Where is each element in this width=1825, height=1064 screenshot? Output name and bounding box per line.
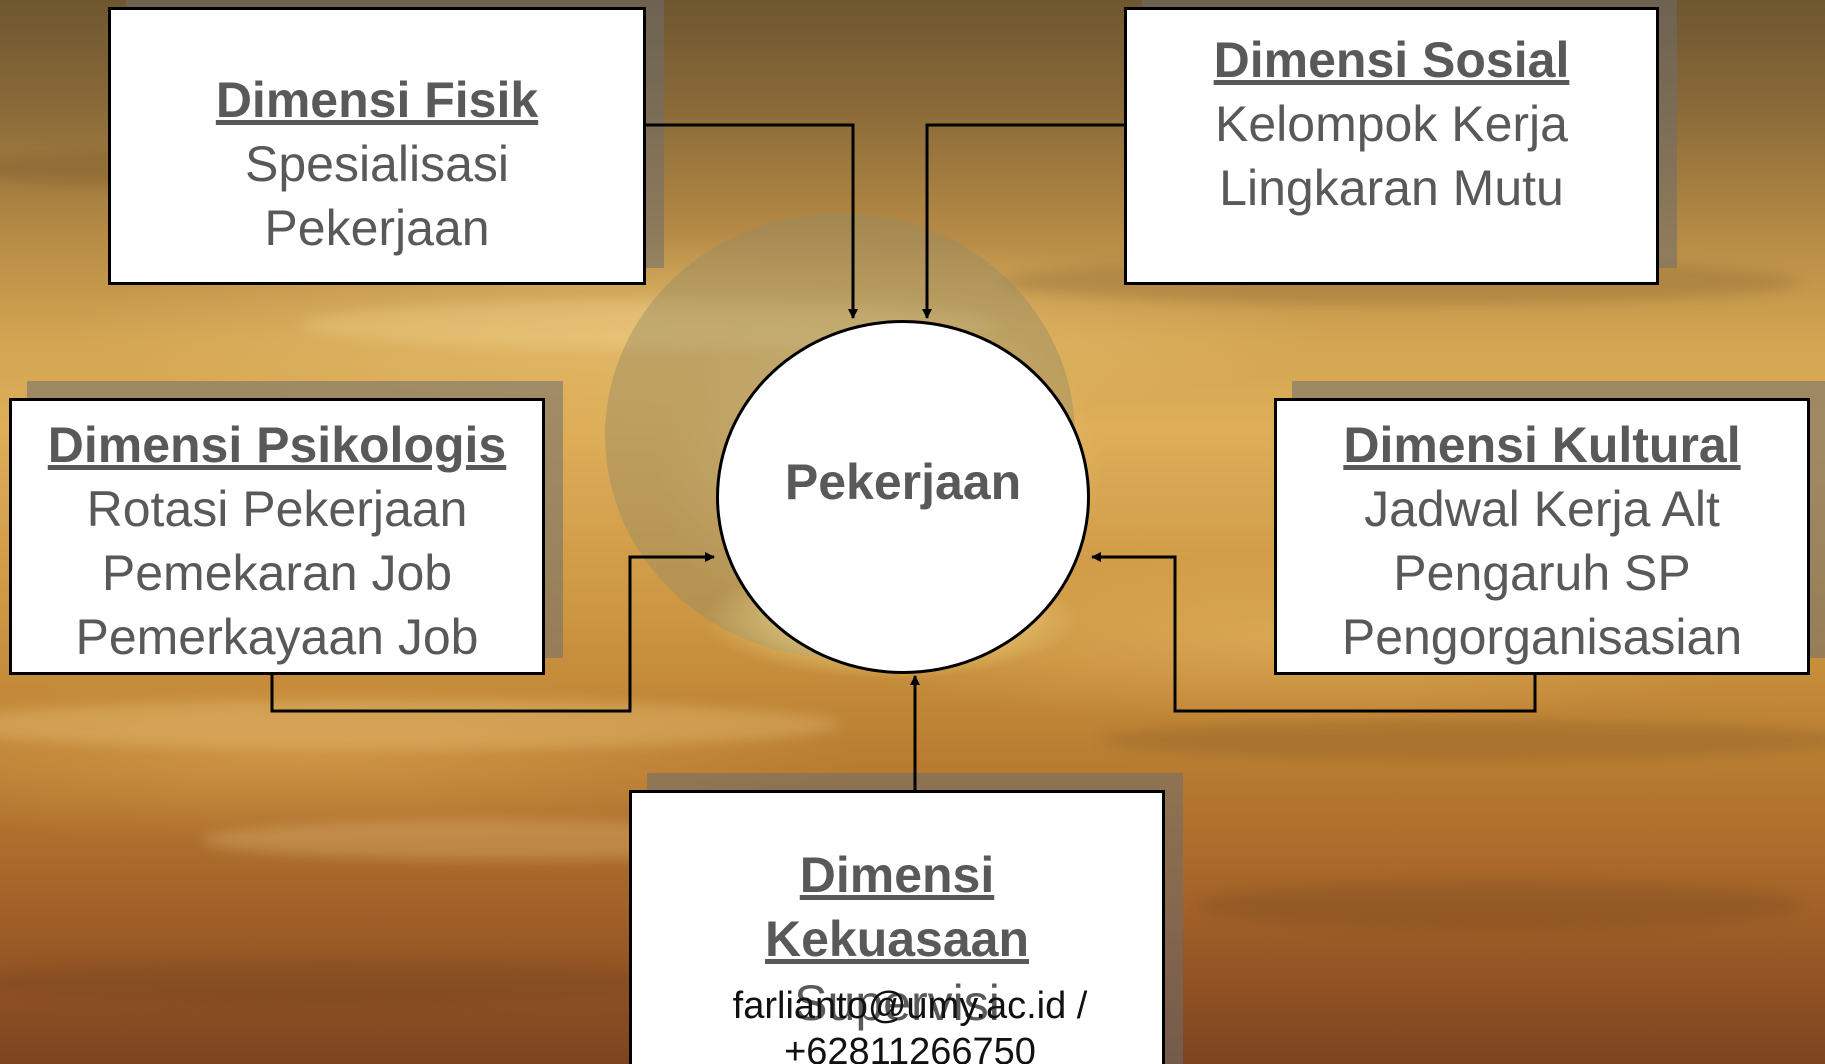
box-line: Pemerkayaan Job xyxy=(75,609,479,665)
box-dimensi-fisik: Dimensi Fisik Spesialisasi Pekerjaan xyxy=(108,7,646,285)
box-dimensi-kekuasaan: Dimensi Kekuasaan Supervisi xyxy=(629,790,1165,1064)
cloud-streak xyxy=(1200,880,1800,930)
box-dimensi-psikologis: Dimensi Psikologis Rotasi Pekerjaan Peme… xyxy=(9,398,545,675)
box-line: Pekerjaan xyxy=(264,200,490,256)
footer-email: farlianto@umy.ac.id / xyxy=(732,985,1088,1027)
box-line: Spesialisasi xyxy=(244,136,509,192)
box-dimensi-kultural: Dimensi Kultural Jadwal Kerja Alt Pengar… xyxy=(1274,398,1810,675)
center-label: Pekerjaan xyxy=(784,454,1022,510)
box-title: Dimensi Kultural xyxy=(1343,417,1741,473)
box-title: Dimensi Sosial xyxy=(1213,32,1570,88)
box-title: Dimensi xyxy=(799,847,995,903)
box-line: Pengorganisasian xyxy=(1341,609,1743,665)
center-node xyxy=(716,320,1090,674)
box-title: Kekuasaan xyxy=(764,911,1030,967)
box-line: Jadwal Kerja Alt xyxy=(1364,481,1720,537)
cloud-streak xyxy=(0,700,840,750)
box-title: Dimensi Fisik xyxy=(215,72,539,128)
cloud-streak xyxy=(1100,720,1825,760)
box-line: Supervisi xyxy=(794,975,1000,1031)
cloud-streak xyxy=(0,960,680,1005)
box-dimensi-sosial: Dimensi Sosial Kelompok Kerja Lingkaran … xyxy=(1124,7,1659,285)
box-title: Dimensi Psikologis xyxy=(47,417,507,473)
footer-contact: farlianto@umy.ac.id / +62811266750 xyxy=(700,983,1120,1064)
box-line: Lingkaran Mutu xyxy=(1219,160,1564,216)
box-line: Rotasi Pekerjaan xyxy=(86,481,468,537)
footer-phone: +62811266750 xyxy=(784,1031,1036,1064)
box-line: Kelompok Kerja xyxy=(1215,96,1568,152)
box-line: Pengaruh SP xyxy=(1393,545,1691,601)
box-line: Pemekaran Job xyxy=(101,545,453,601)
